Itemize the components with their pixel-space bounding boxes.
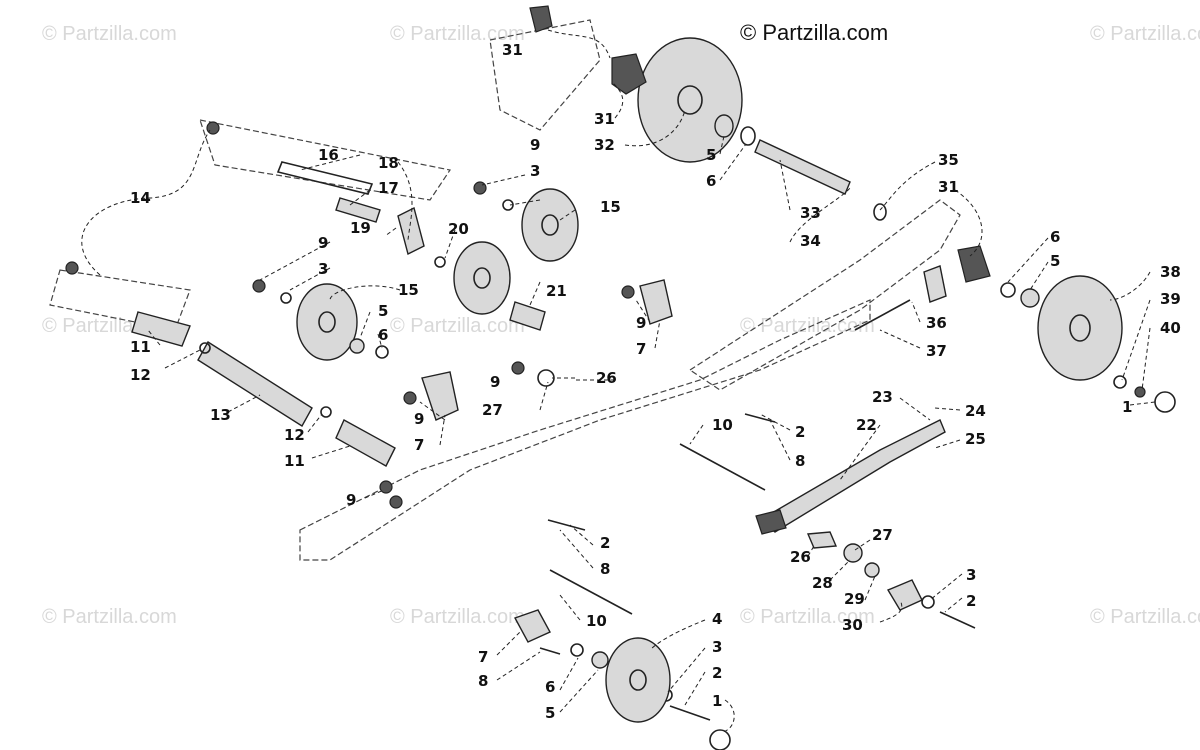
callout: 9 <box>414 410 424 428</box>
callout: 16 <box>318 146 339 164</box>
callout: 9 <box>318 234 328 252</box>
callout: 4 <box>712 610 722 628</box>
callout: 3 <box>530 162 540 180</box>
callout: 9 <box>530 136 540 154</box>
callout: 7 <box>636 340 646 358</box>
callout: 8 <box>478 672 488 690</box>
callout: 30 <box>842 616 863 634</box>
callout: 3 <box>712 638 722 656</box>
watermark: © Partzilla.com <box>1090 606 1200 628</box>
callout: 27 <box>872 526 893 544</box>
callout: 36 <box>926 314 947 332</box>
callout: 33 <box>800 204 821 222</box>
callout: 40 <box>1160 319 1181 337</box>
callout: 7 <box>478 648 488 666</box>
callout: 5 <box>545 704 555 722</box>
callout: 31 <box>594 110 615 128</box>
callout: 18 <box>378 154 399 172</box>
callout: 6 <box>1050 228 1060 246</box>
callout: 5 <box>378 302 388 320</box>
watermark: © Partzilla.com <box>42 23 177 45</box>
callout: 17 <box>378 179 399 197</box>
callout: 2 <box>966 592 976 610</box>
callout: 6 <box>545 678 555 696</box>
shafts <box>131 161 546 467</box>
watermark: © Partzilla.com <box>390 315 525 337</box>
callout: 5 <box>1050 252 1060 270</box>
watermark: © Partzilla.com <box>1090 23 1200 45</box>
idler-wheel-15-mid <box>453 241 511 315</box>
callout: 20 <box>448 220 469 238</box>
callout: 31 <box>502 41 523 59</box>
callout: 21 <box>546 282 567 300</box>
callout: 3 <box>966 566 976 584</box>
callout: 19 <box>350 219 371 237</box>
callout: 27 <box>482 401 503 419</box>
callout: 12 <box>284 426 305 444</box>
callout: 2 <box>795 423 805 441</box>
callout: 15 <box>398 281 419 299</box>
callout: 35 <box>938 151 959 169</box>
callout: 9 <box>490 373 500 391</box>
watermarks: © Partzilla.com © Partzilla.com © Partzi… <box>42 23 1200 628</box>
callout: 9 <box>346 491 356 509</box>
callout: 3 <box>318 260 328 278</box>
idler-wheel-15-upper <box>521 188 579 262</box>
callout: 6 <box>706 172 716 190</box>
callout: 8 <box>795 452 805 470</box>
watermark: © Partzilla.com <box>740 315 875 337</box>
callouts: 31 31 32 5 6 9 3 15 18 17 16 14 20 19 9 … <box>130 41 1181 722</box>
rear-wheel-4 <box>605 637 671 723</box>
watermark: © Partzilla.com <box>42 606 177 628</box>
callout: 10 <box>712 416 733 434</box>
callout: 31 <box>938 178 959 196</box>
nuts-washers <box>65 121 1176 750</box>
callout: 14 <box>130 189 151 207</box>
callout: 26 <box>596 369 617 387</box>
callout: 22 <box>856 416 877 434</box>
callout: 25 <box>965 430 986 448</box>
leader-lines <box>81 29 1156 733</box>
callout: 7 <box>414 436 424 454</box>
callout: 9 <box>636 314 646 332</box>
callout: 29 <box>844 590 865 608</box>
callout: 26 <box>790 548 811 566</box>
callout: 5 <box>706 146 716 164</box>
callout: 13 <box>210 406 231 424</box>
callout: 34 <box>800 232 821 250</box>
callout: 15 <box>600 198 621 216</box>
idler-wheel-15-lower <box>296 283 358 361</box>
callout: 6 <box>378 326 388 344</box>
callout: 2 <box>712 664 722 682</box>
callout: 38 <box>1160 263 1181 281</box>
callout: 23 <box>872 388 893 406</box>
callout: 32 <box>594 136 615 154</box>
copyright-label: © Partzilla.com <box>740 20 888 45</box>
callout: 28 <box>812 574 833 592</box>
callout: 2 <box>600 534 610 552</box>
callout: 8 <box>600 560 610 578</box>
callout: 10 <box>586 612 607 630</box>
rear-wheel-38 <box>1037 275 1123 381</box>
right-rail <box>489 19 961 391</box>
idler-wheel-32 <box>529 5 743 163</box>
callout: 39 <box>1160 290 1181 308</box>
callout: 11 <box>130 338 151 356</box>
callout: 1 <box>712 692 722 710</box>
axle-33 <box>754 139 887 221</box>
watermark: © Partzilla.com <box>740 606 875 628</box>
arm-brackets <box>397 206 991 643</box>
watermark: © Partzilla.com <box>390 606 525 628</box>
limiter-arm <box>755 419 946 611</box>
callout: 1 <box>1122 398 1132 416</box>
callout: 11 <box>284 452 305 470</box>
callout: 12 <box>130 366 151 384</box>
callout: 24 <box>965 402 986 420</box>
callout: 37 <box>926 342 947 360</box>
